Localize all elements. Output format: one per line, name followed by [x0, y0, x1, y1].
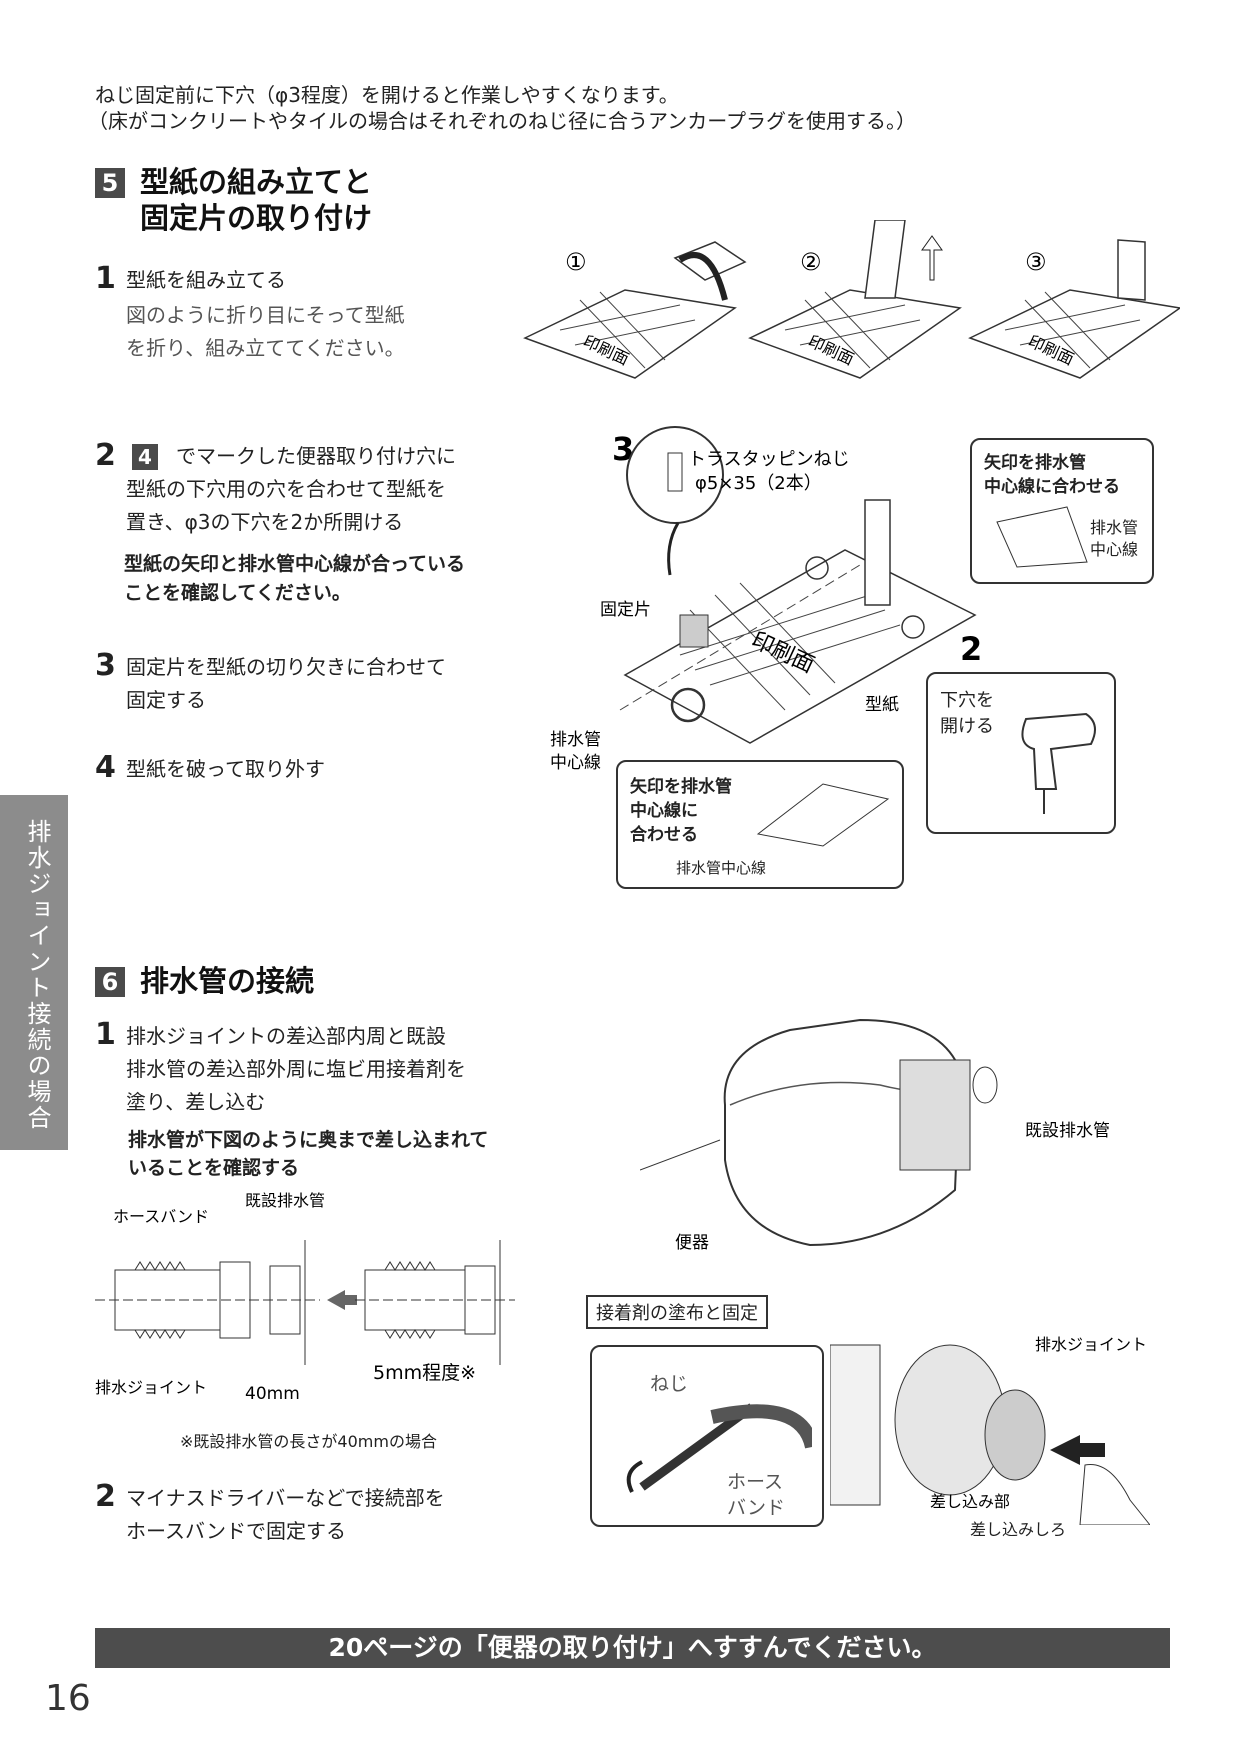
hole-mark-1 — [805, 556, 829, 580]
toilet-label: 便器 — [675, 1233, 709, 1253]
pipe-insertion-figure: ホースバンド 既設排水管 排水ジョイント 40mm 5mm程度※ — [95, 1191, 515, 1404]
drain-center-label-2: 中心線 — [550, 753, 601, 773]
step5-2-number: 2 — [95, 438, 116, 473]
step5-2-ref-badge: 4 — [132, 444, 158, 470]
callout-drill: 下穴を 開ける — [926, 672, 1116, 834]
step5-2-line2: 型紙の下穴用の穴を合わせて型紙を — [126, 477, 446, 501]
section5-title-line2: 固定片の取り付け — [140, 201, 373, 235]
callout-drill-line2: 開ける — [940, 716, 994, 737]
insert-arrow-icon — [1050, 1435, 1105, 1465]
fold-label-2: ② — [800, 248, 822, 276]
fig-step2-number: 2 — [960, 630, 982, 668]
hose-band-label: ホースバンド — [113, 1207, 209, 1226]
fixing-piece-label: 固定片 — [600, 600, 651, 620]
step6-2-number: 2 — [95, 1479, 116, 1514]
callout-bottom-line3: 合わせる — [630, 825, 698, 845]
callout-bottom-sub: 排水管中心線 — [676, 859, 767, 877]
section6-title: 排水管の接続 — [140, 964, 315, 998]
callout-bottom-line2: 中心線に — [630, 801, 698, 821]
step6-2-line2: ホースバンドで固定する — [126, 1519, 346, 1543]
step6-1-line2: 排水管の差込部外周に塩ビ用接着剤を — [126, 1057, 466, 1081]
screwdriver-icon — [626, 1403, 812, 1493]
arrow-right-icon — [327, 1290, 357, 1310]
step6-2-line1: マイナスドライバーなどで接続部を — [126, 1486, 445, 1510]
step5-1-number: 1 — [95, 261, 116, 296]
callout-drill-line1: 下穴を — [940, 690, 994, 711]
step5-1-title: 型紙を組み立てる — [126, 268, 286, 292]
step6-1-note2: いることを確認する — [128, 1157, 300, 1179]
step5-1-desc2: を折り、組み立ててください。 — [126, 336, 405, 360]
fold-step-2: ② 印刷面 — [748, 220, 962, 379]
callout-top-sub1: 排水管 — [1090, 518, 1139, 537]
screw-icon — [667, 452, 683, 492]
step5-1-desc1: 図のように折り目にそって型紙 — [126, 303, 405, 327]
footer-banner: 20ページの「便器の取り付け」へすすんでください。 — [95, 1628, 1170, 1668]
length-label: 40mm — [245, 1384, 300, 1404]
hose-band-label-1: ホース — [727, 1471, 784, 1493]
callout-bottom-line1: 矢印を排水管 — [630, 777, 732, 797]
step5-2-line1: でマークした便器取り付け穴に — [176, 444, 456, 468]
step6-1-number: 1 — [95, 1017, 116, 1052]
toilet-figure: 既設排水管 便器 — [640, 1018, 1110, 1253]
callout-arrow-bottom: 矢印を排水管 中心線に 合わせる 排水管中心線 — [616, 760, 904, 889]
fold-step-3: ③ 印刷面 — [968, 239, 1180, 379]
template-label: 型紙 — [865, 695, 899, 715]
step6-1-note1: 排水管が下図のように奥まで差し込まれて — [128, 1129, 489, 1151]
glue-fixing-title: 接着剤の塗布と固定 — [586, 1295, 768, 1329]
template-install-figure: 3 トラスタッピンねじ φ5×35（2本） 固定片 印刷面 型紙 排水管 中心線… — [550, 426, 982, 773]
intro-line-2: （床がコンクリートやタイルの場合はそれぞれのねじ径に合うアンカープラグを使用する… — [88, 109, 916, 133]
step5-2-line3: 置き、φ3の下穴を2か所開ける — [126, 510, 404, 534]
hose-band-label-2: バンド — [727, 1497, 785, 1519]
screw-label-2b: ねじ — [650, 1373, 689, 1395]
step5-3-line2: 固定する — [126, 688, 206, 712]
step6-1-line1: 排水ジョイントの差込部内周と既設 — [126, 1024, 446, 1048]
pipe-after — [355, 1240, 515, 1365]
hose-band-detail: ねじ ホース バンド — [590, 1345, 824, 1527]
callout-top-line2: 中心線に合わせる — [984, 477, 1120, 497]
fold-label-3: ③ — [1025, 248, 1047, 276]
section5-title-line1: 型紙の組み立てと — [140, 165, 373, 199]
step5-2-note2: ことを確認してください。 — [124, 582, 351, 604]
section6-badge: 6 — [95, 967, 125, 997]
callout-top-line1: 矢印を排水管 — [984, 453, 1086, 473]
step5-4-line1: 型紙を破って取り外す — [126, 757, 325, 781]
insert-part-label: 差し込み部 — [930, 1492, 1010, 1511]
drain-joint-insert-figure: 排水ジョイント 差し込み部 — [830, 1335, 1150, 1525]
intro-line-1: ねじ固定前に下穴（φ3程度）を開けると作業しやすくなります。 — [95, 83, 679, 107]
side-tab: 排水ジョイント接続の場合 — [0, 795, 68, 1150]
template-folding-figure: ① 印刷面 ② 印刷面 ③ 印刷面 — [523, 220, 1180, 379]
fixing-piece-shape — [679, 614, 709, 648]
step6-1-line3: 塗り、差し込む — [126, 1090, 266, 1114]
step5-2-note1: 型紙の矢印と排水管中心線が合っている — [124, 553, 466, 575]
pipe-before — [95, 1240, 320, 1365]
arrow-mark-circle — [670, 687, 706, 723]
drain-center-label-1: 排水管 — [550, 730, 601, 750]
page-number: 16 — [45, 1678, 91, 1719]
screw-label-2: φ5×35（2本） — [695, 473, 822, 494]
drill-icon — [1021, 712, 1096, 814]
existing-pipe-label: 既設排水管 — [245, 1191, 325, 1210]
step5-4-number: 4 — [95, 750, 116, 785]
screw-label-1: トラスタッピンねじ — [688, 449, 850, 470]
insert-part-shape — [984, 1389, 1046, 1481]
drain-joint-area — [899, 1059, 971, 1171]
insert-margin-label: 差し込みしろ — [970, 1520, 1067, 1539]
drain-joint-label-2: 排水ジョイント — [1035, 1335, 1147, 1354]
callout-top-sub2: 中心線 — [1090, 540, 1139, 559]
fold-step-1: ① 印刷面 — [523, 241, 747, 379]
existing-pipe-shape — [972, 1066, 998, 1104]
template-folded-tab — [864, 499, 891, 606]
fold-label-1: ① — [565, 248, 587, 276]
fig-step3-number: 3 — [612, 430, 634, 468]
pipe-footnote: ※既設排水管の長さが40mmの場合 — [180, 1432, 437, 1451]
existing-pipe-label-2: 既設排水管 — [1025, 1121, 1110, 1141]
callout-arrow-top: 矢印を排水管 中心線に合わせる 排水管 中心線 — [970, 438, 1154, 584]
step5-3-line1: 固定片を型紙の切り欠きに合わせて — [126, 655, 446, 679]
drain-joint-label: 排水ジョイント — [95, 1378, 207, 1397]
section5-badge: 5 — [95, 168, 125, 198]
hole-mark-2 — [901, 615, 925, 639]
depth-label: 5mm程度※ — [373, 1362, 476, 1384]
step5-3-number: 3 — [95, 648, 116, 683]
